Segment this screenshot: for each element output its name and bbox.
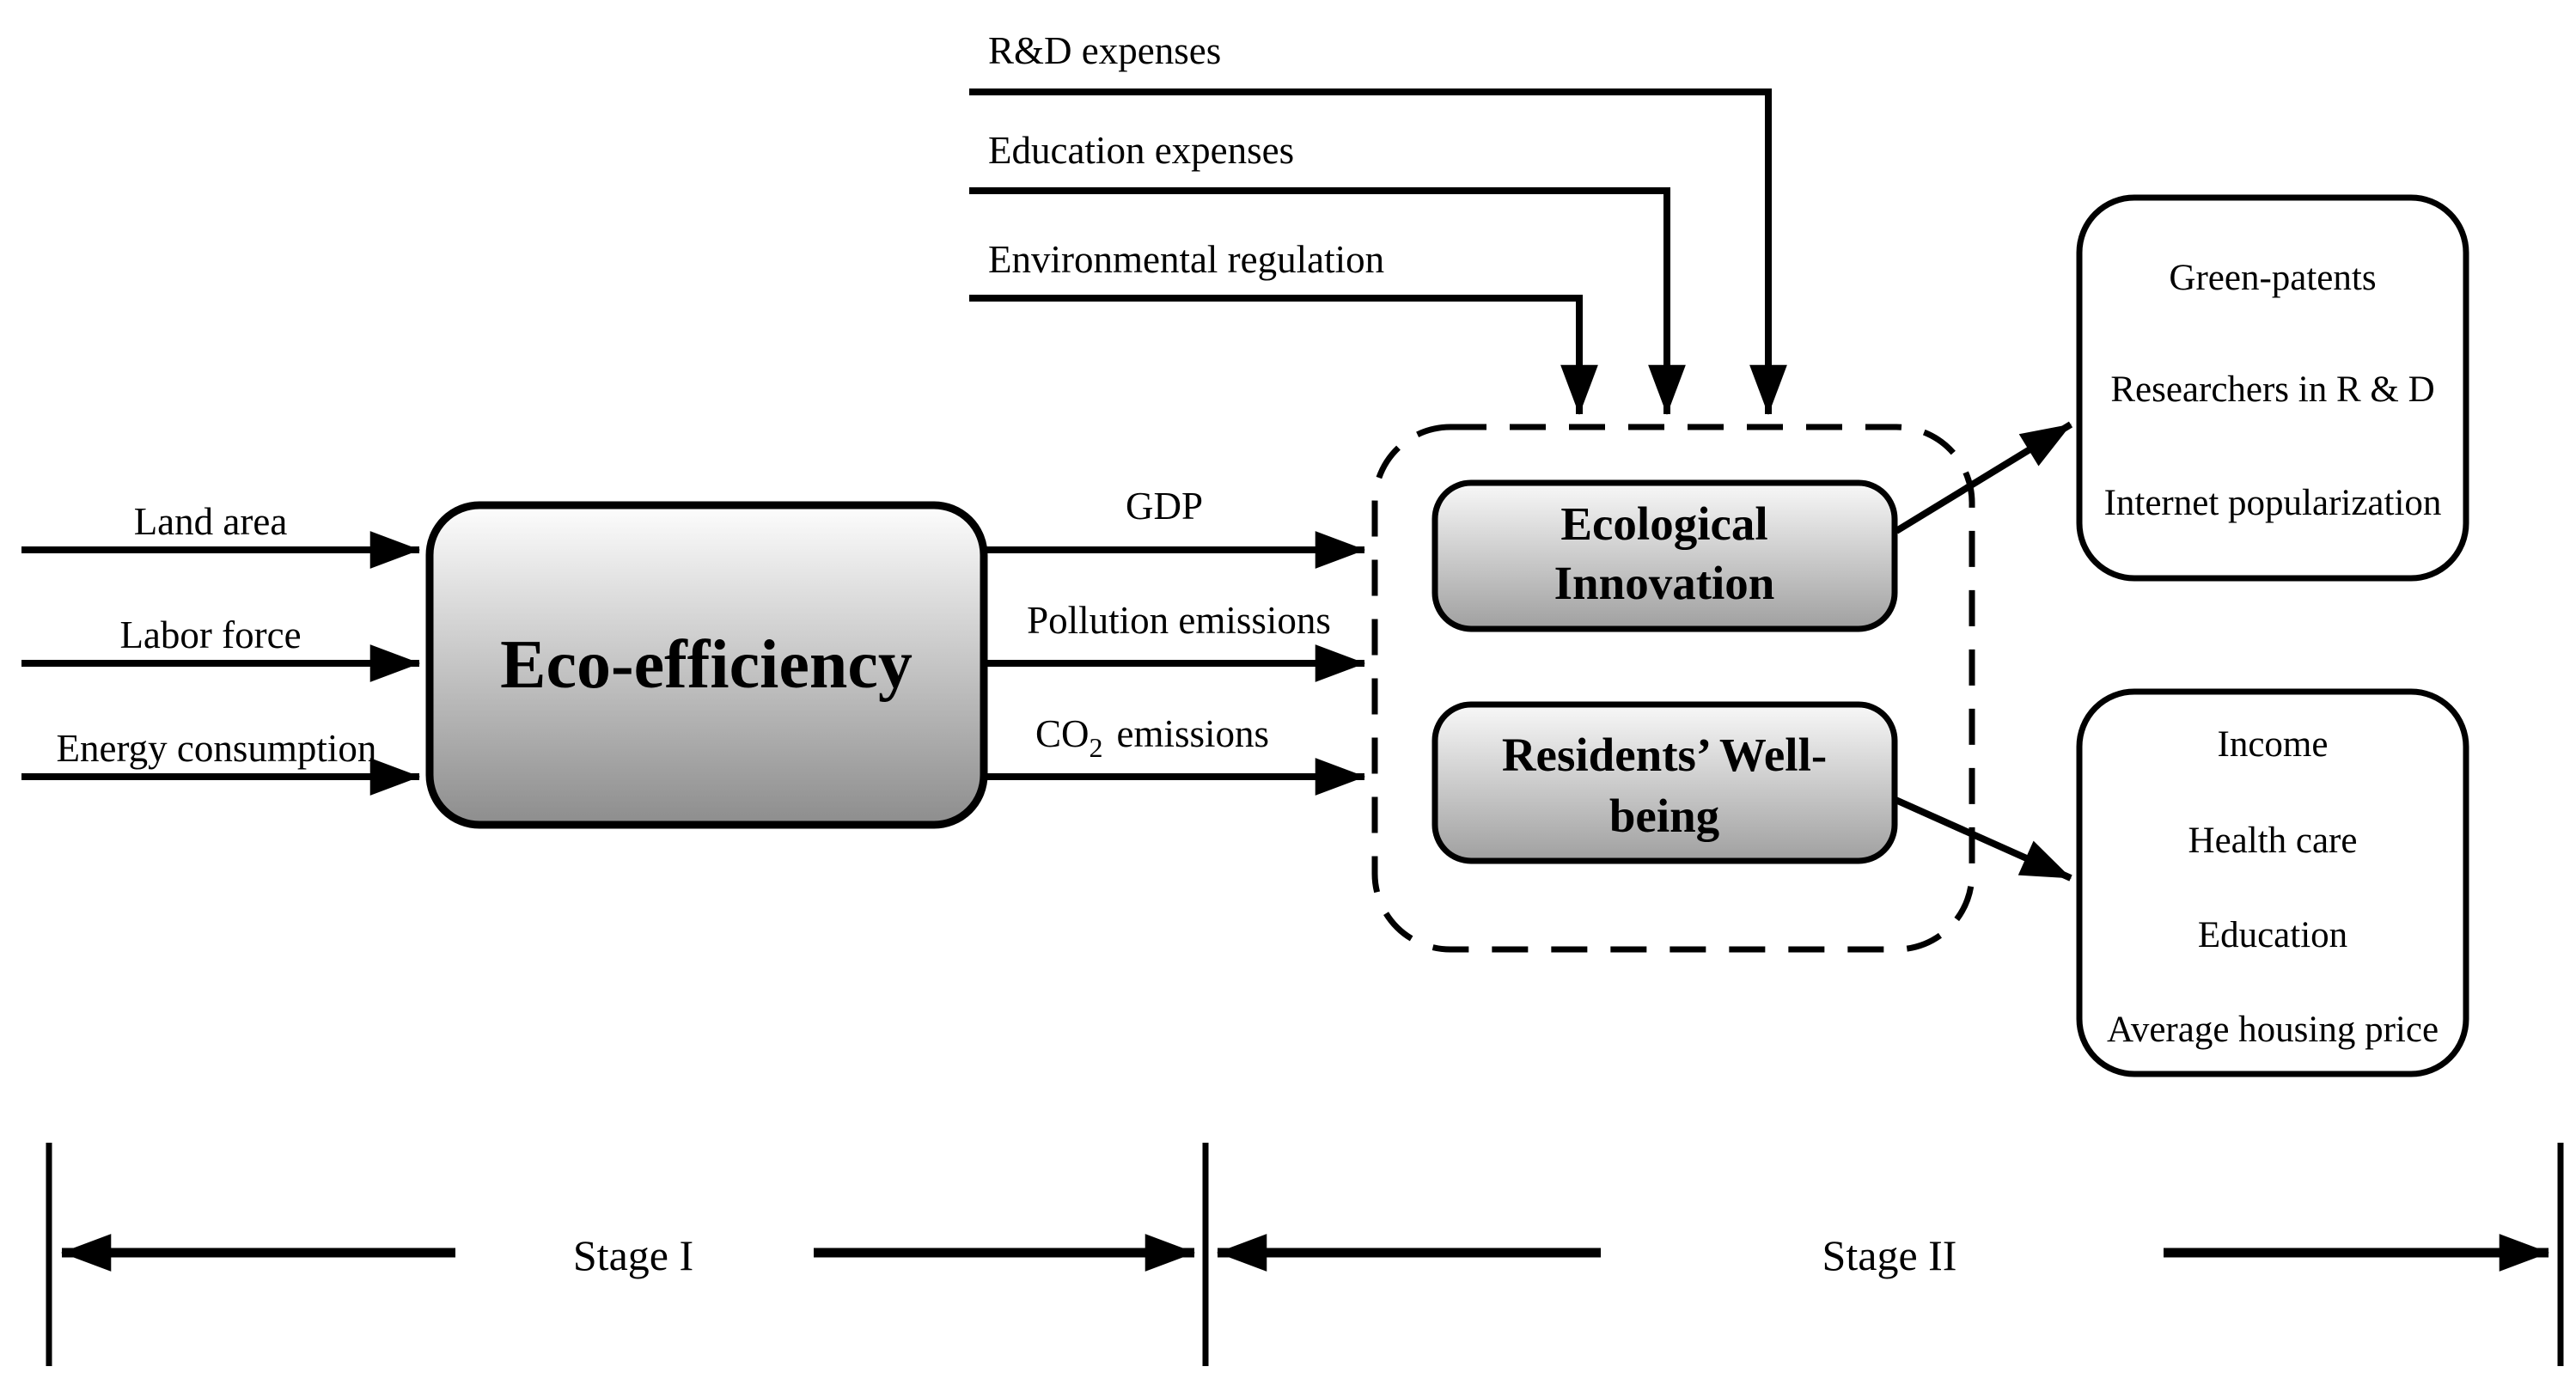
residents-wellbeing-label-line1: Residents’ Well-	[1502, 729, 1827, 781]
education-expenses-label: Education expenses	[988, 129, 1294, 172]
ecological-innovation-label-line1: Ecological	[1560, 497, 1767, 550]
gdp-label: GDP	[1126, 485, 1203, 528]
stage1-inputs: Land area Labor force Energy consumption	[21, 500, 421, 796]
eco-efficiency-title: Eco-efficiency	[500, 627, 913, 703]
ecological-innovation-rect	[1431, 479, 1898, 632]
average-housing-price-label: Average housing price	[2107, 1010, 2439, 1050]
innovation-indicators-box: Green-patents Researchers in R & D Inter…	[2076, 194, 2469, 582]
internet-popularization-label: Internet popularization	[2104, 483, 2442, 523]
environmental-regulation-label: Environmental regulation	[988, 238, 1384, 281]
green-patents-label: Green-patents	[2169, 258, 2376, 298]
stage2-group: Ecological Innovation Residents’ Well- b…	[1371, 424, 1975, 953]
innovation-indicators-rect	[2076, 194, 2469, 582]
residents-wellbeing-rect	[1431, 701, 1898, 864]
wellbeing-indicators-rect	[2076, 688, 2469, 1077]
energy-consumption-label: Energy consumption	[57, 727, 377, 770]
rd-expenses-arrow	[969, 88, 1787, 416]
wellbeing-indicators-box: Income Health care Education Average hou…	[2076, 688, 2469, 1077]
stage1-label: Stage I	[573, 1231, 693, 1279]
education-expenses-arrow	[969, 187, 1686, 416]
labor-force-label: Labor force	[119, 613, 301, 656]
researchers-label: Researchers in R & D	[2110, 369, 2434, 410]
residents-wellbeing-label-line2: being	[1609, 790, 1719, 842]
rd-expenses-label: R&D expenses	[988, 29, 1221, 72]
stage2-dashed-border	[1371, 424, 1975, 953]
pollution-emissions-label: Pollution emissions	[1027, 599, 1331, 642]
stage2-label: Stage II	[1822, 1231, 1957, 1279]
ecological-innovation-label-line2: Innovation	[1554, 557, 1775, 609]
eco-efficiency-box: Eco-efficiency	[425, 501, 988, 829]
health-care-label: Health care	[2188, 821, 2358, 861]
education-label: Education	[2198, 915, 2347, 955]
stage-ruler: Stage I Stage II	[46, 1143, 2564, 1366]
external-inputs: R&D expenses Education expenses Environm…	[969, 29, 1787, 416]
innovation-to-indicators-arrow	[1894, 421, 2073, 534]
environmental-regulation-arrow	[969, 295, 1598, 416]
land-area-label: Land area	[134, 500, 288, 543]
wellbeing-to-indicators-arrow	[1892, 796, 2072, 882]
income-label: Income	[2218, 724, 2329, 765]
